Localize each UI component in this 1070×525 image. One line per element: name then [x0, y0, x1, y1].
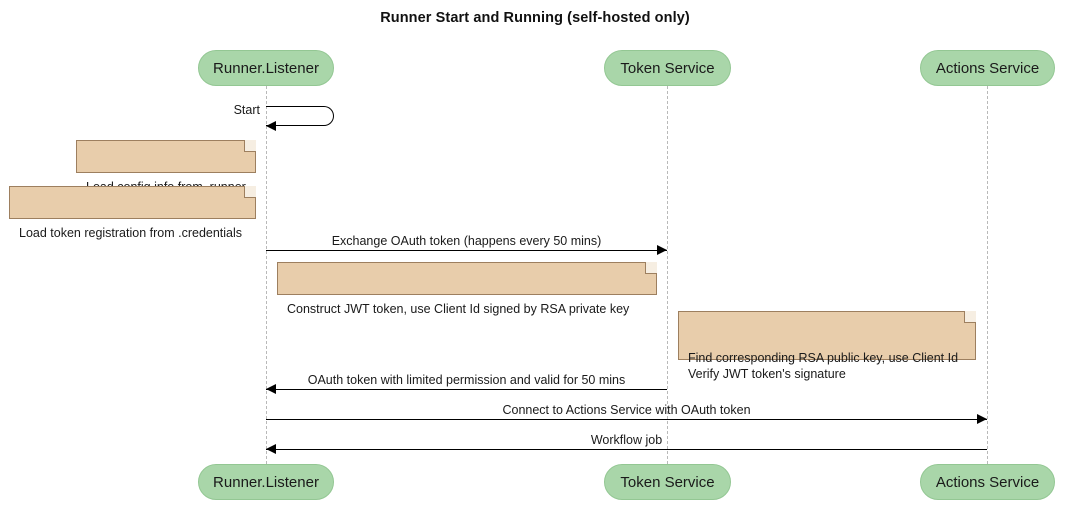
- note-load-config-info: Load config info from .runner: [76, 140, 256, 194]
- participant-token-top[interactable]: Token Service: [604, 50, 731, 86]
- arrowhead-connect-actions-service: [977, 414, 987, 424]
- lifeline-runner: [266, 86, 267, 464]
- participant-label: Runner.Listener: [213, 59, 319, 77]
- participant-runner-top[interactable]: Runner.Listener: [198, 50, 334, 86]
- message-line-workflow-job: [266, 449, 987, 450]
- arrowhead-oauth-token-reply: [266, 384, 276, 394]
- participant-token-bottom[interactable]: Token Service: [604, 464, 731, 500]
- note-fold-icon: [645, 262, 657, 274]
- message-line-oauth-token-reply: [266, 389, 667, 390]
- participant-actions-bottom[interactable]: Actions Service: [920, 464, 1055, 500]
- page-title: Runner Start and Running (self-hosted on…: [380, 10, 690, 26]
- message-label-start: Start: [233, 103, 260, 117]
- participant-label: Actions Service: [935, 473, 1040, 491]
- note-text: Find corresponding RSA public key, use C…: [688, 351, 959, 381]
- participant-label: Actions Service: [935, 59, 1040, 77]
- participant-label: Token Service: [620, 473, 715, 491]
- participant-runner-bottom[interactable]: Runner.Listener: [198, 464, 334, 500]
- note-text: Load token registration from .credential…: [19, 226, 243, 240]
- lifeline-actions: [987, 86, 988, 464]
- note-load-token-registration: Load token registration from .credential…: [9, 186, 256, 240]
- lifeline-token: [667, 86, 668, 464]
- participant-actions-top[interactable]: Actions Service: [920, 50, 1055, 86]
- message-label-oauth-token-reply: OAuth token with limited permission and …: [307, 373, 626, 387]
- note-text: Construct JWT token, use Client Id signe…: [287, 302, 630, 316]
- participant-label: Token Service: [620, 59, 715, 77]
- note-fold-icon: [244, 186, 256, 198]
- note-fold-icon: [244, 140, 256, 152]
- note-find-rsa-public-key: Find corresponding RSA public key, use C…: [678, 311, 976, 381]
- note-fold-icon: [964, 311, 976, 323]
- message-line-exchange-oauth-token: [266, 250, 667, 251]
- arrowhead-start: [266, 121, 276, 131]
- arrowhead-workflow-job: [266, 444, 276, 454]
- message-line-connect-actions-service: [266, 419, 987, 420]
- message-label-workflow-job: Workflow job: [590, 433, 663, 447]
- arrowhead-exchange-oauth-token: [657, 245, 667, 255]
- note-construct-jwt-token: Construct JWT token, use Client Id signe…: [277, 262, 657, 316]
- message-label-exchange-oauth-token: Exchange OAuth token (happens every 50 m…: [331, 234, 602, 248]
- message-label-connect-actions-service: Connect to Actions Service with OAuth to…: [502, 403, 751, 417]
- self-message-start: [266, 106, 334, 126]
- participant-label: Runner.Listener: [213, 473, 319, 491]
